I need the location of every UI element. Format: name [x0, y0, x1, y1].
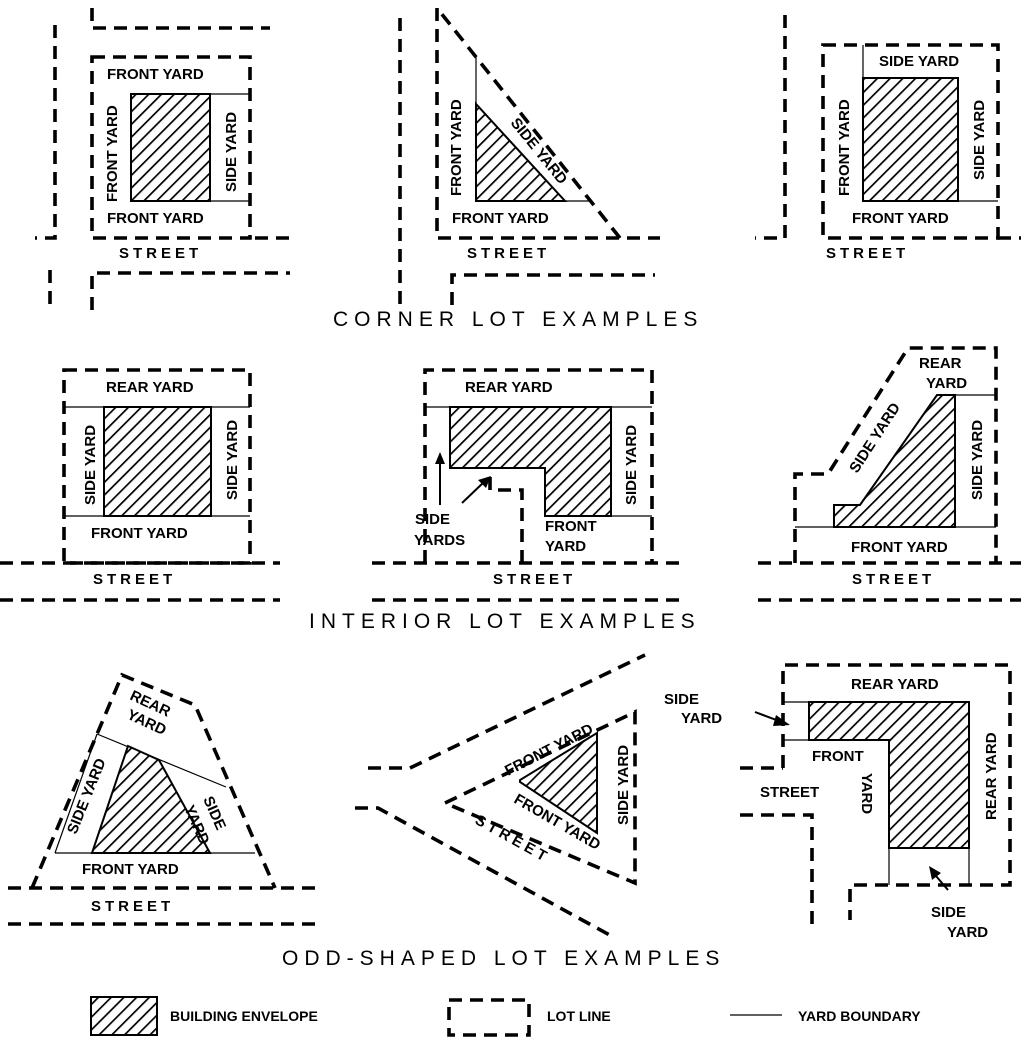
- side-label: SIDE: [664, 691, 699, 708]
- street-edge: [35, 25, 57, 240]
- street-edge: [740, 813, 814, 928]
- street-edge: [90, 271, 290, 310]
- legend-building-envelope: BUILDING ENVELOPE: [170, 1008, 318, 1024]
- street-label: STREET: [493, 571, 576, 588]
- arrowhead-icon: [773, 715, 790, 726]
- side-yard-label: SIDE YARD: [879, 53, 959, 70]
- front-yard-label: FRONT YARD: [107, 210, 204, 227]
- section-title-interior: INTERIOR LOT EXAMPLES: [309, 610, 701, 633]
- side-label: SIDE: [415, 511, 450, 528]
- lot-line: [440, 709, 637, 886]
- lot-line: [423, 368, 654, 563]
- street-edge: [755, 15, 787, 240]
- front-yard-label: FRONT YARD: [82, 861, 179, 878]
- yard-label: YARD: [681, 710, 722, 727]
- front-yard-label: FRONT YARD: [107, 66, 204, 83]
- street-edge: [355, 806, 616, 940]
- odd-lot-2: FRONT YARD FRONT YARD SIDE YARD STREET: [355, 653, 646, 940]
- arrowhead-icon: [929, 866, 941, 880]
- rear-yard-label: REAR YARD: [851, 676, 939, 693]
- arrowhead-icon: [478, 476, 491, 488]
- arrowhead-icon: [435, 452, 445, 464]
- arrow-icon: [935, 875, 949, 891]
- building-envelope: [519, 731, 598, 835]
- arrow-icon: [461, 481, 485, 504]
- building-envelope: [833, 394, 956, 528]
- front-label: FRONT: [812, 748, 864, 765]
- side-yard-label: SIDE YARD: [623, 425, 640, 505]
- street-label: STREET: [826, 245, 909, 262]
- side-yard-label: SIDE YARD: [971, 100, 988, 180]
- side-yard-label: SIDE YARD: [969, 420, 986, 500]
- street-label: STREET: [119, 245, 202, 262]
- building-envelope: [90, 744, 212, 854]
- yard-label: YARD: [926, 375, 967, 392]
- rear-yard-label: REAR YARD: [983, 732, 1000, 820]
- lot-line: [821, 43, 1000, 240]
- lot-line: [781, 663, 1012, 920]
- interior-lot-1: REAR YARD FRONT YARD SIDE YARD SIDE YARD…: [0, 368, 280, 602]
- building-envelope-swatch: [90, 996, 158, 1036]
- building-envelope: [862, 77, 959, 202]
- legend-lot-line: LOT LINE: [547, 1008, 611, 1024]
- street-label: STREET: [852, 571, 935, 588]
- side-label: SIDE: [931, 904, 966, 921]
- interior-lot-2: REAR YARD SIDE YARD FRONT YARD SIDE YARD…: [372, 368, 680, 602]
- legend: BUILDING ENVELOPE LOT LINE YARD BOUNDARY: [90, 996, 921, 1037]
- street-edge: [90, 8, 270, 30]
- front-label: FRONT: [545, 518, 597, 535]
- lot-line: [793, 346, 998, 563]
- street-label: STREET: [467, 245, 550, 262]
- legend-yard-boundary: YARD BOUNDARY: [798, 1008, 921, 1024]
- street-edge: [450, 273, 655, 305]
- yard-label: YARD: [545, 538, 586, 555]
- rear-yard-label: REAR YARD: [465, 379, 553, 396]
- corner-lot-1: FRONT YARD FRONT YARD FRONT YARD SIDE YA…: [35, 8, 290, 310]
- building-envelope: [475, 101, 568, 202]
- building-envelope: [449, 406, 612, 517]
- side-yard-label: SIDE YARD: [615, 745, 632, 825]
- rear-label: REAR: [919, 355, 962, 372]
- side-yard-label: SIDE YARD: [82, 425, 99, 505]
- street-label: STREET: [93, 571, 176, 588]
- side-yard-label: SIDE YARD: [223, 112, 240, 192]
- corner-lot-2: FRONT YARD FRONT YARD SIDE YARD STREET: [398, 6, 660, 305]
- section-title-corner: CORNER LOT EXAMPLES: [333, 308, 703, 331]
- lot-line-swatch: [447, 998, 531, 1037]
- yard-label: YARD: [858, 773, 875, 814]
- building-envelope: [130, 93, 211, 202]
- lot-line: [30, 672, 277, 889]
- lot-line: [62, 368, 252, 565]
- front-yard-label: FRONT YARD: [452, 210, 549, 227]
- yard-label: YARD: [947, 924, 988, 941]
- street-edge: [368, 653, 646, 770]
- side-yard-label: SIDE YARD: [224, 420, 241, 500]
- front-yard-label: FRONT YARD: [448, 99, 465, 196]
- corner-lot-3: SIDE YARD FRONT YARD FRONT YARD SIDE YAR…: [755, 15, 1021, 262]
- front-yard-label: FRONT YARD: [851, 539, 948, 556]
- front-yard-label: FRONT YARD: [852, 210, 949, 227]
- front-yard-label: FRONT YARD: [91, 525, 188, 542]
- section-title-odd: ODD-SHAPED LOT EXAMPLES: [282, 947, 725, 970]
- building-envelope: [103, 406, 212, 517]
- street-label: STREET: [91, 898, 174, 915]
- lot-line: [435, 6, 660, 240]
- front-yard-label: FRONT YARD: [836, 99, 853, 196]
- rear-yard-label: REAR YARD: [106, 379, 194, 396]
- yard-boundary: [96, 733, 227, 788]
- front-yard-label: FRONT YARD: [104, 105, 121, 202]
- yards-label: YARDS: [414, 532, 465, 549]
- building-envelope: [808, 701, 970, 849]
- interior-lot-3: REAR YARD SIDE YARD SIDE YARD FRONT YARD…: [758, 346, 1021, 602]
- street-label: STREET: [760, 784, 819, 801]
- yard-boundary: [54, 733, 98, 854]
- odd-lot-1: REAR YARD SIDE YARD SIDE YARD FRONT YARD…: [8, 672, 320, 926]
- odd-lot-3: REAR YARD SIDE YARD FRONT YARD REAR YARD…: [664, 663, 1012, 941]
